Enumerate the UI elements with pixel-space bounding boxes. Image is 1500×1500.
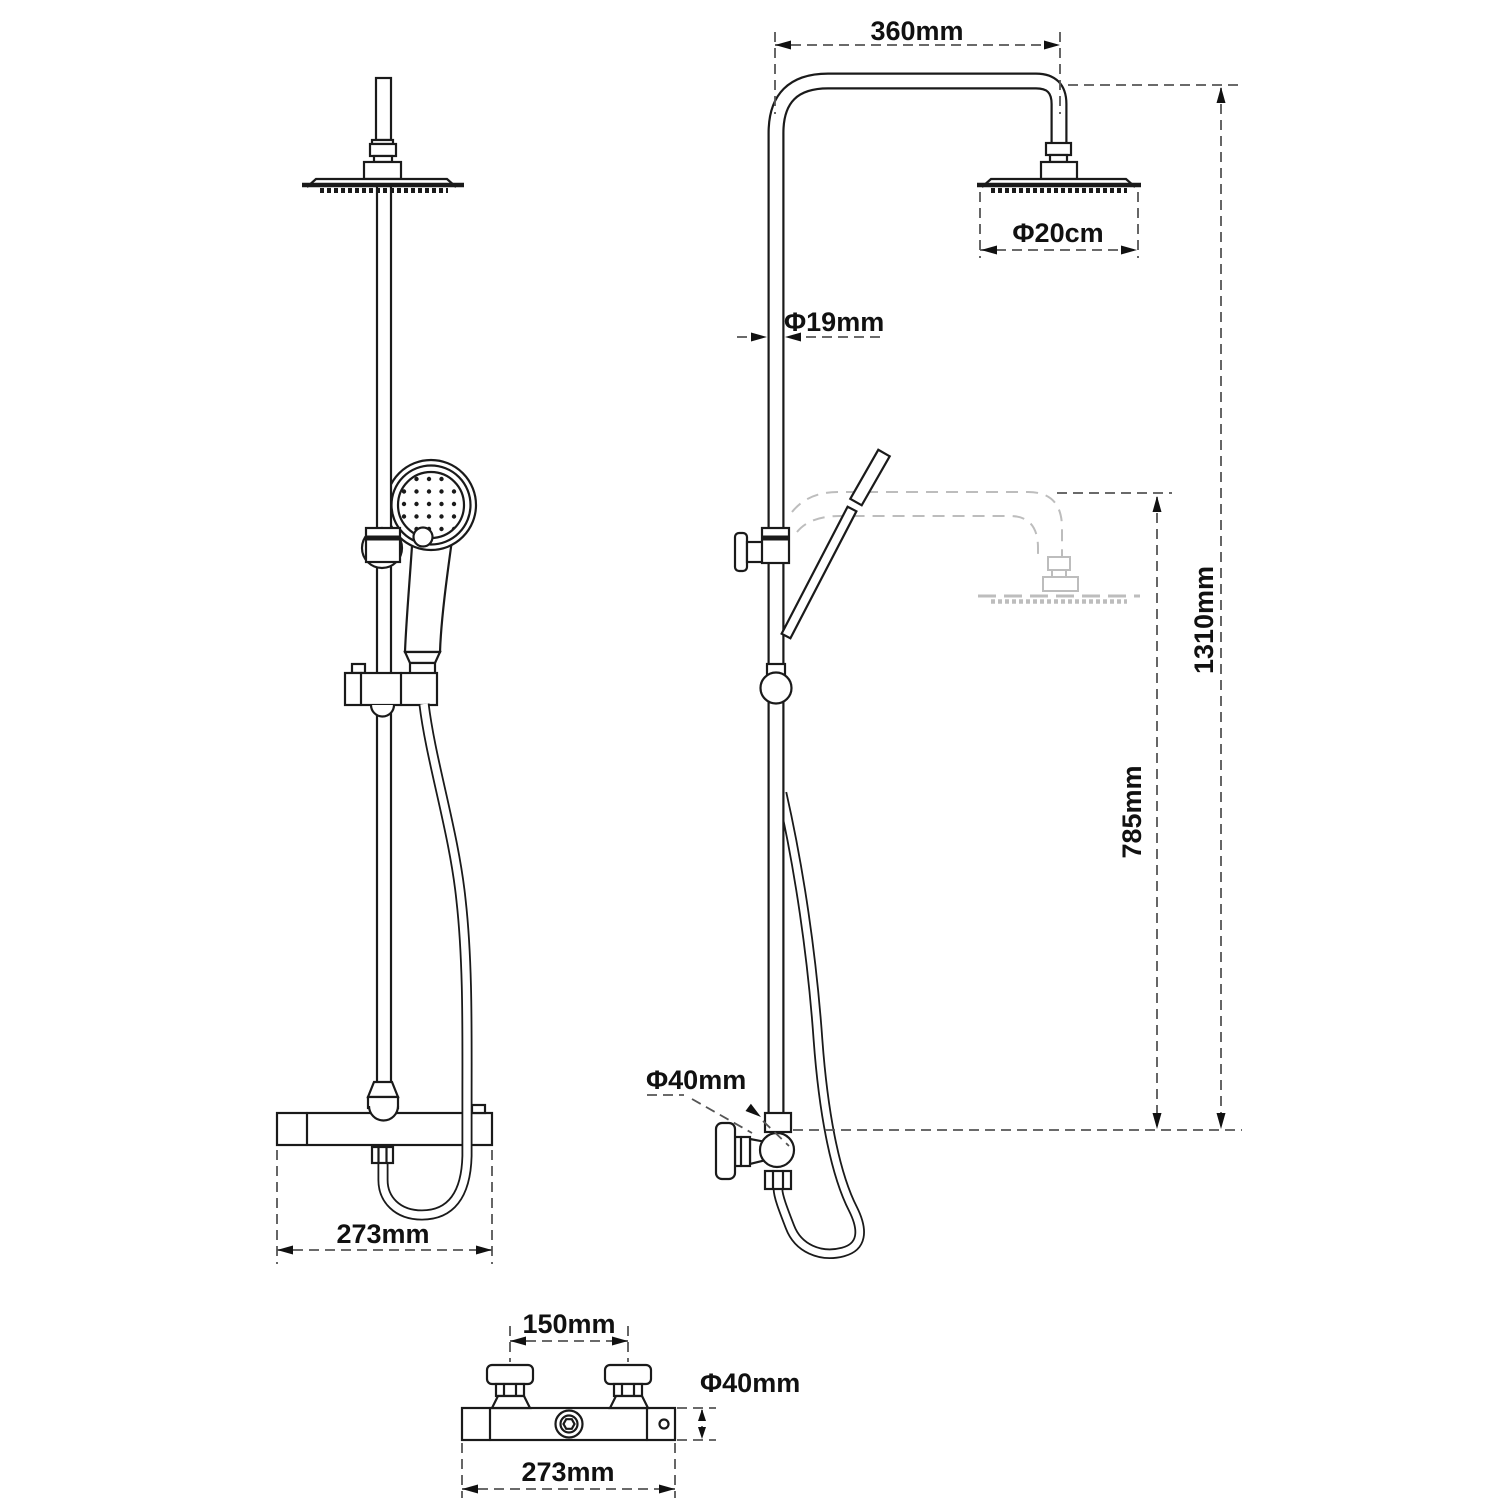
dim-handle-spacing-label: 150mm: [522, 1309, 615, 1339]
riser-pipe-side: [767, 72, 1068, 1114]
hand-shower-handle: [403, 538, 454, 654]
valve-knob-side: [714, 1121, 737, 1181]
ghost-lowered-arm: [791, 491, 1140, 604]
dim-total-height-label: 1310mm: [1189, 566, 1219, 674]
diverter-button: [470, 1103, 487, 1115]
dim-valve-diameter-label: Φ40mm: [646, 1065, 746, 1095]
mixer-valve-side: [714, 1111, 796, 1191]
dim-valve-diameter: Φ40mm: [646, 1065, 790, 1147]
mixer-bar-front: [275, 1080, 494, 1147]
hand-shower-side: [780, 448, 892, 640]
rain-head-front: [302, 76, 464, 193]
left-knob-top: [485, 1363, 535, 1410]
shower-hose-front: [377, 703, 473, 1221]
hose-nut-front: [370, 1145, 395, 1165]
dim-arm-reach: 360mm: [774, 16, 1061, 114]
shower-hose-side: [772, 791, 865, 1259]
front-view: [275, 76, 494, 1221]
top-view: [460, 1363, 677, 1442]
valve-body: [758, 1131, 796, 1169]
slider-clamp-side: [733, 526, 791, 573]
dim-handle-spacing: 150mm: [509, 1309, 629, 1362]
hand-shower-head: [384, 458, 478, 552]
side-view: [714, 72, 1141, 1259]
dim-head-diameter-label: Φ20cm: [1012, 218, 1103, 248]
dim-body-diameter-label: Φ40mm: [700, 1368, 800, 1398]
dim-body-diameter: Φ40mm: [677, 1368, 800, 1441]
hand-shower-nozzle: [412, 526, 434, 548]
dim-front-bar-width: 273mm: [276, 1150, 493, 1264]
outlet-hole: [658, 1418, 670, 1430]
dim-riser-height: 785mm: [1057, 492, 1172, 1129]
dim-riser-height-label: 785mm: [1117, 765, 1147, 858]
slider-clamp: [360, 526, 404, 570]
mixer-bar-top: [460, 1406, 677, 1442]
hand-shower-holder: [343, 662, 439, 718]
hand-shower-cone: [403, 650, 442, 665]
right-knob-top: [603, 1363, 653, 1410]
rain-head-side: [977, 141, 1141, 193]
dim-total-height: 1310mm: [1068, 84, 1242, 1129]
hex-bolt: [562, 1418, 576, 1430]
dim-head-diameter: Φ20cm: [979, 192, 1139, 258]
riser-rail: [375, 181, 393, 1085]
dim-arm-reach-label: 360mm: [870, 16, 963, 46]
dim-front-bar-width-label: 273mm: [336, 1219, 429, 1249]
dimensions: 360mm Φ20cm Φ19mm 1310mm 785mm: [276, 16, 1242, 1498]
dim-pipe-diameter-label: Φ19mm: [784, 307, 884, 337]
ball-joint: [759, 662, 793, 705]
dim-top-bar-width: 273mm: [461, 1443, 676, 1498]
dim-pipe-diameter: Φ19mm: [737, 307, 884, 342]
dim-top-bar-width-label: 273mm: [521, 1457, 614, 1487]
